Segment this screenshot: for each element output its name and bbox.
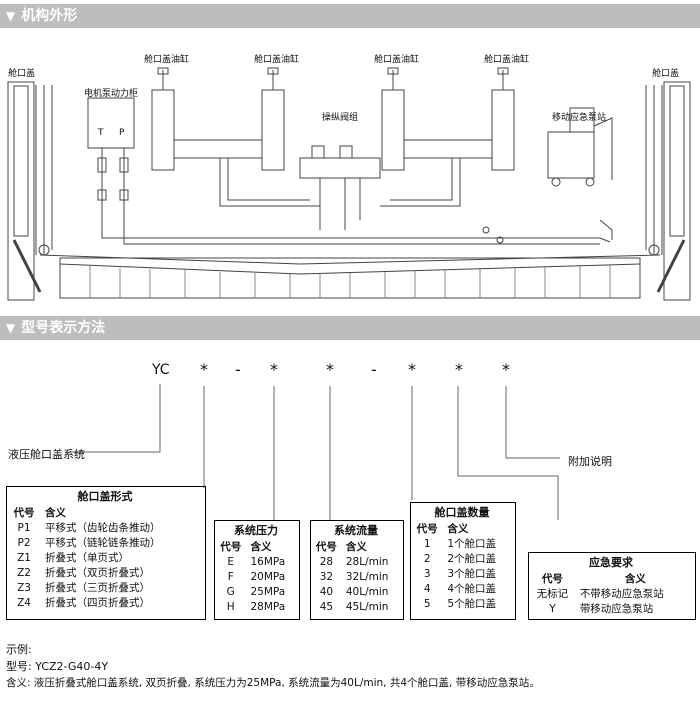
label-cylinder-2: 舱口盖油缸 — [254, 55, 300, 65]
label-hatch-left: 舱口盖 — [8, 69, 36, 79]
pressure-table-title: 系统压力 — [234, 524, 278, 537]
count-table-title: 舱口盖数量 — [434, 506, 490, 519]
valve-group-block — [299, 157, 381, 179]
system-name-label: 液压舱口盖系统 — [8, 448, 85, 461]
label-cylinder-4: 舱口盖油缸 — [484, 55, 530, 65]
pressure-col-code: 代号 — [220, 541, 242, 553]
code-symbol-6: * — [408, 360, 416, 379]
flow-table-frame — [310, 520, 404, 620]
model-leader-lines — [70, 384, 560, 520]
example-label: 示例: — [6, 643, 32, 656]
emergency-col-meaning: 含义 — [624, 573, 646, 585]
label-motor-cabinet: 电机泵动力柜 — [84, 89, 139, 99]
section-bar-appearance: ▼ 机构外形 — [0, 4, 700, 28]
label-valve-group: 操纵阀组 — [322, 113, 359, 123]
count-col-meaning: 含义 — [447, 523, 469, 535]
flow-table-title: 系统流量 — [334, 524, 378, 537]
example-meaning: 含义: 液压折叠式舱口盖系统, 双页折叠, 系统压力为25MPa, 系统流量为4… — [6, 677, 540, 689]
code-symbol-3: * — [270, 360, 278, 379]
left-hatch-frame — [7, 81, 35, 301]
code-symbol-5: - — [371, 360, 377, 379]
count-col-code: 代号 — [416, 523, 438, 535]
emergency-col-code: 代号 — [541, 573, 563, 585]
label-hatch-right: 舱口盖 — [652, 69, 680, 79]
section-title: 机构外形 — [21, 8, 78, 24]
label-cylinder-3: 舱口盖油缸 — [374, 55, 420, 65]
type-table-title: 舱口盖形式 — [77, 490, 133, 503]
pressure-table-frame — [214, 520, 300, 620]
section-bar-model: ▼ 型号表示方法 — [0, 316, 700, 340]
code-symbol-1: * — [200, 360, 208, 379]
label-cylinder-1: 舱口盖油缸 — [144, 55, 190, 65]
label-port-p: P — [119, 128, 125, 138]
flow-col-meaning: 含义 — [345, 541, 367, 553]
type-col-meaning: 含义 — [45, 507, 66, 519]
label-emergency-pump: 移动应急泵站 — [552, 113, 607, 123]
count-table-frame — [410, 502, 516, 620]
model-prefix: YC — [152, 362, 170, 378]
type-col-code: 代号 — [13, 507, 35, 519]
note-label: 附加说明 — [568, 455, 612, 468]
emergency-pump-unit — [547, 131, 595, 179]
flow-col-code: 代号 — [315, 541, 337, 553]
right-hatch-frame — [663, 81, 691, 301]
section-title: 型号表示方法 — [21, 320, 106, 336]
emergency-table-frame — [528, 552, 696, 620]
cylinder-group — [151, 67, 515, 171]
emergency-table-title: 应急要求 — [589, 556, 633, 569]
triangle-down-icon: ▼ — [6, 321, 16, 335]
pressure-col-meaning: 含义 — [250, 541, 272, 553]
example-model: 型号: YCZ2-G40-4Y — [6, 660, 109, 673]
code-symbol-4: * — [326, 360, 334, 379]
label-port-t: T — [98, 128, 104, 138]
motor-pump-cabinet — [87, 97, 135, 149]
code-symbol-2: - — [235, 360, 241, 379]
hatch-mechanism-diagram — [7, 67, 691, 301]
code-symbol-8: * — [502, 360, 510, 379]
table-row: 无标记不带移动应急泵站 — [536, 588, 664, 600]
code-symbol-7: * — [455, 360, 463, 379]
triangle-down-icon: ▼ — [6, 9, 16, 23]
type-table-frame — [6, 486, 206, 620]
